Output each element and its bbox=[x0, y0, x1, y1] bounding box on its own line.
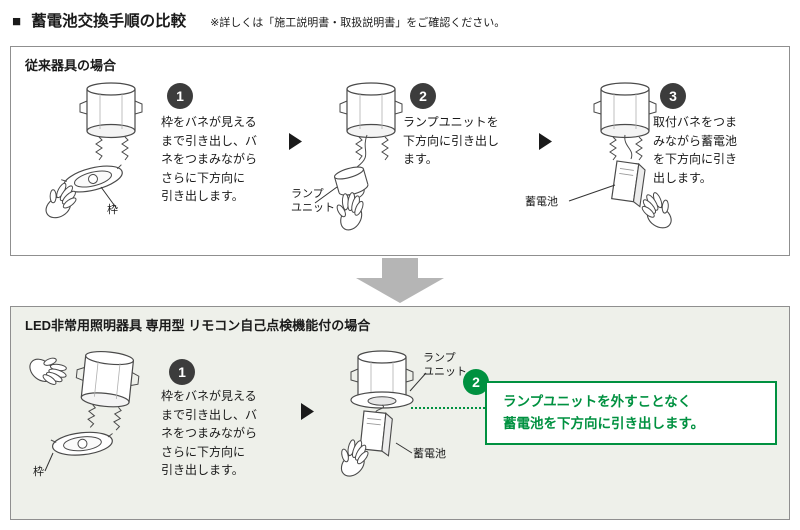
reference-note: ※詳しくは「施工説明書・取扱説明書」をご確認ください。 bbox=[210, 17, 506, 29]
part-label-battery: 蓄電池 bbox=[525, 196, 558, 208]
step-number-badge: 2 bbox=[410, 83, 436, 109]
battery-pulled-illustration bbox=[568, 82, 682, 233]
fixture-frame-pulled-illustration bbox=[27, 346, 142, 472]
fixture-frame-pulled-illustration bbox=[39, 82, 143, 223]
step-instruction: 枠をバネが見える まで引き出し、バ ネをつまみながら さらに下方向に 引き出しま… bbox=[161, 389, 258, 478]
next-step-arrow-icon bbox=[289, 133, 302, 150]
step-number-badge: 3 bbox=[660, 83, 686, 109]
led-panel: LED非常用照明器具 専用型 リモコン自己点検機能付の場合 枠 1 枠をバネが見… bbox=[10, 306, 790, 520]
leader-line bbox=[568, 184, 616, 202]
leader-line bbox=[395, 442, 413, 454]
step-number-badge: 1 bbox=[167, 83, 193, 109]
step-instruction: ランプユニットを 下方向に引き出し ます。 bbox=[403, 115, 500, 167]
led-panel-title: LED非常用照明器具 専用型 リモコン自己点検機能付の場合 bbox=[25, 318, 371, 333]
step-number-badge: 2 bbox=[463, 369, 489, 395]
step-number-badge: 1 bbox=[169, 359, 195, 385]
leader-line bbox=[314, 186, 338, 204]
part-label-lamp-unit: ランプ ユニット bbox=[423, 352, 467, 379]
conventional-panel-title: 従来器具の場合 bbox=[25, 58, 117, 73]
page-title: 蓄電池交換手順の比較 bbox=[31, 13, 187, 30]
leader-line bbox=[44, 452, 54, 472]
part-label-frame: 枠 bbox=[33, 466, 44, 478]
section-header: ■ 蓄電池交換手順の比較 ※詳しくは「施工説明書・取扱説明書」をご確認ください。 bbox=[12, 9, 505, 31]
step-instruction: 枠をバネが見える まで引き出し、バ ネをつまみながら さらに下方向に 引き出しま… bbox=[161, 115, 258, 204]
callout-dotted-line bbox=[411, 407, 485, 409]
leader-line bbox=[100, 186, 118, 210]
next-step-arrow-icon bbox=[301, 403, 314, 420]
conventional-panel: 従来器具の場合 枠 1 枠をバネが見える まで引き出し、バ ネをつまみながら さ… bbox=[10, 46, 790, 256]
next-step-arrow-icon bbox=[539, 133, 552, 150]
step-instruction: 取付バネをつま みながら蓄電池 を下方向に引き 出します。 bbox=[653, 115, 738, 185]
callout-text: ランプユニットを外すことなく 蓄電池を下方向に引き出します。 bbox=[503, 394, 705, 432]
part-label-lamp-unit: ランプ ユニット bbox=[291, 188, 335, 215]
lamp-unit-pulled-illustration bbox=[314, 82, 403, 235]
part-label-battery: 蓄電池 bbox=[413, 448, 446, 460]
callout-box: ランプユニットを外すことなく 蓄電池を下方向に引き出します。 bbox=[485, 381, 777, 445]
part-label-frame: 枠 bbox=[107, 204, 118, 216]
leader-line bbox=[409, 372, 427, 392]
section-marker: ■ bbox=[12, 13, 22, 30]
transition-arrow-icon bbox=[356, 258, 444, 303]
led-battery-pulled-illustration bbox=[329, 350, 427, 482]
